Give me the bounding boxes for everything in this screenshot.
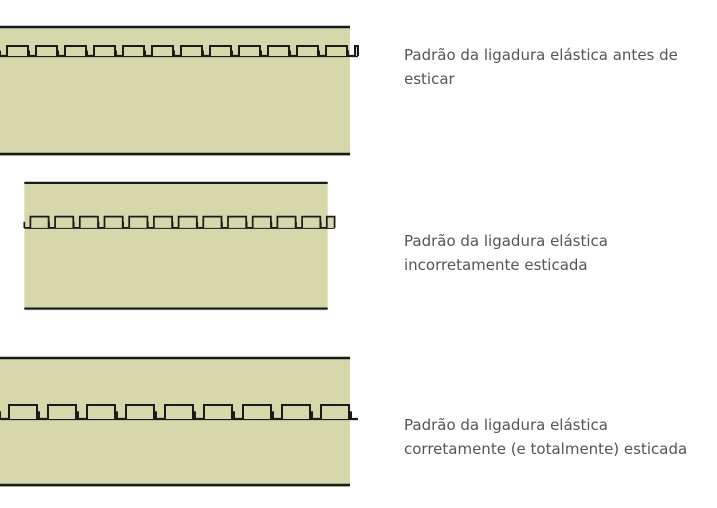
panel-before-stretch: Padrão da ligadura elástica antes de est…: [0, 25, 717, 156]
weave-loop: [54, 215, 75, 228]
weave-loop: [320, 404, 350, 419]
caption-line: corretamente (e totalmente) esticada: [404, 440, 688, 458]
bandage-fill: [0, 26, 350, 156]
weave-pattern-medium: [23, 215, 336, 229]
caption-incorrect-stretch: Padrão da ligadura elástica incorretamen…: [404, 229, 717, 277]
weave-loop: [122, 45, 145, 56]
weave-loop: [203, 404, 233, 419]
weave-loop: [153, 215, 173, 228]
weave-loop: [177, 215, 198, 228]
weave-loop: [276, 215, 297, 228]
caption-line: Padrão da ligadura elástica: [404, 416, 608, 434]
caption-line: Padrão da ligadura elástica antes de: [404, 46, 678, 64]
panel-correct-stretch: Padrão da ligadura elástica corretamente…: [0, 356, 717, 487]
weave-loop: [64, 45, 87, 56]
caption-line: incorretamente esticada: [404, 256, 588, 274]
weave-loop: [267, 45, 290, 56]
weave-loop: [86, 404, 116, 419]
weave-loop: [242, 404, 272, 419]
weave-loop: [202, 215, 223, 228]
weave-loop: [35, 45, 58, 56]
weave-loop: [93, 45, 116, 56]
caption-correct-stretch: Padrão da ligadura elástica corretamente…: [404, 413, 717, 461]
weave-loop: [238, 45, 261, 56]
weave-loop: [128, 215, 149, 228]
bandage-correct-stretch: [0, 356, 358, 487]
weave-loop: [180, 45, 203, 56]
weave-loop: [29, 215, 50, 228]
bandage-fill: [24, 182, 328, 311]
weave-loop: [281, 404, 311, 419]
weave-loop: [47, 404, 77, 419]
weave-loop: [251, 215, 272, 228]
weave-loop: [6, 45, 29, 56]
weave-loop: [8, 404, 38, 419]
weave-loop: [151, 45, 174, 56]
bandage-before-stretch: [0, 25, 359, 156]
weave-loop: [78, 215, 99, 228]
caption-line: esticar: [404, 70, 455, 88]
caption-before-stretch: Padrão da ligadura elástica antes de est…: [404, 43, 717, 91]
weave-loop: [354, 45, 359, 56]
weave-pattern-long: [0, 404, 358, 421]
bandage-incorrect-stretch: [23, 181, 336, 311]
weave-loop: [227, 215, 248, 228]
weave-loop: [125, 404, 155, 419]
weave-loop: [209, 45, 232, 56]
weave-loop: [296, 45, 319, 56]
panel-incorrect-stretch: Padrão da ligadura elástica incorretamen…: [0, 181, 717, 312]
weave-loop: [325, 215, 336, 228]
weave-loop: [301, 215, 322, 228]
bandage-fill: [0, 357, 350, 487]
weave-loop: [164, 404, 194, 419]
caption-line: Padrão da ligadura elástica: [404, 232, 608, 250]
weave-pattern-short: [0, 45, 359, 58]
weave-loop: [325, 45, 348, 56]
weave-loop: [103, 215, 124, 228]
